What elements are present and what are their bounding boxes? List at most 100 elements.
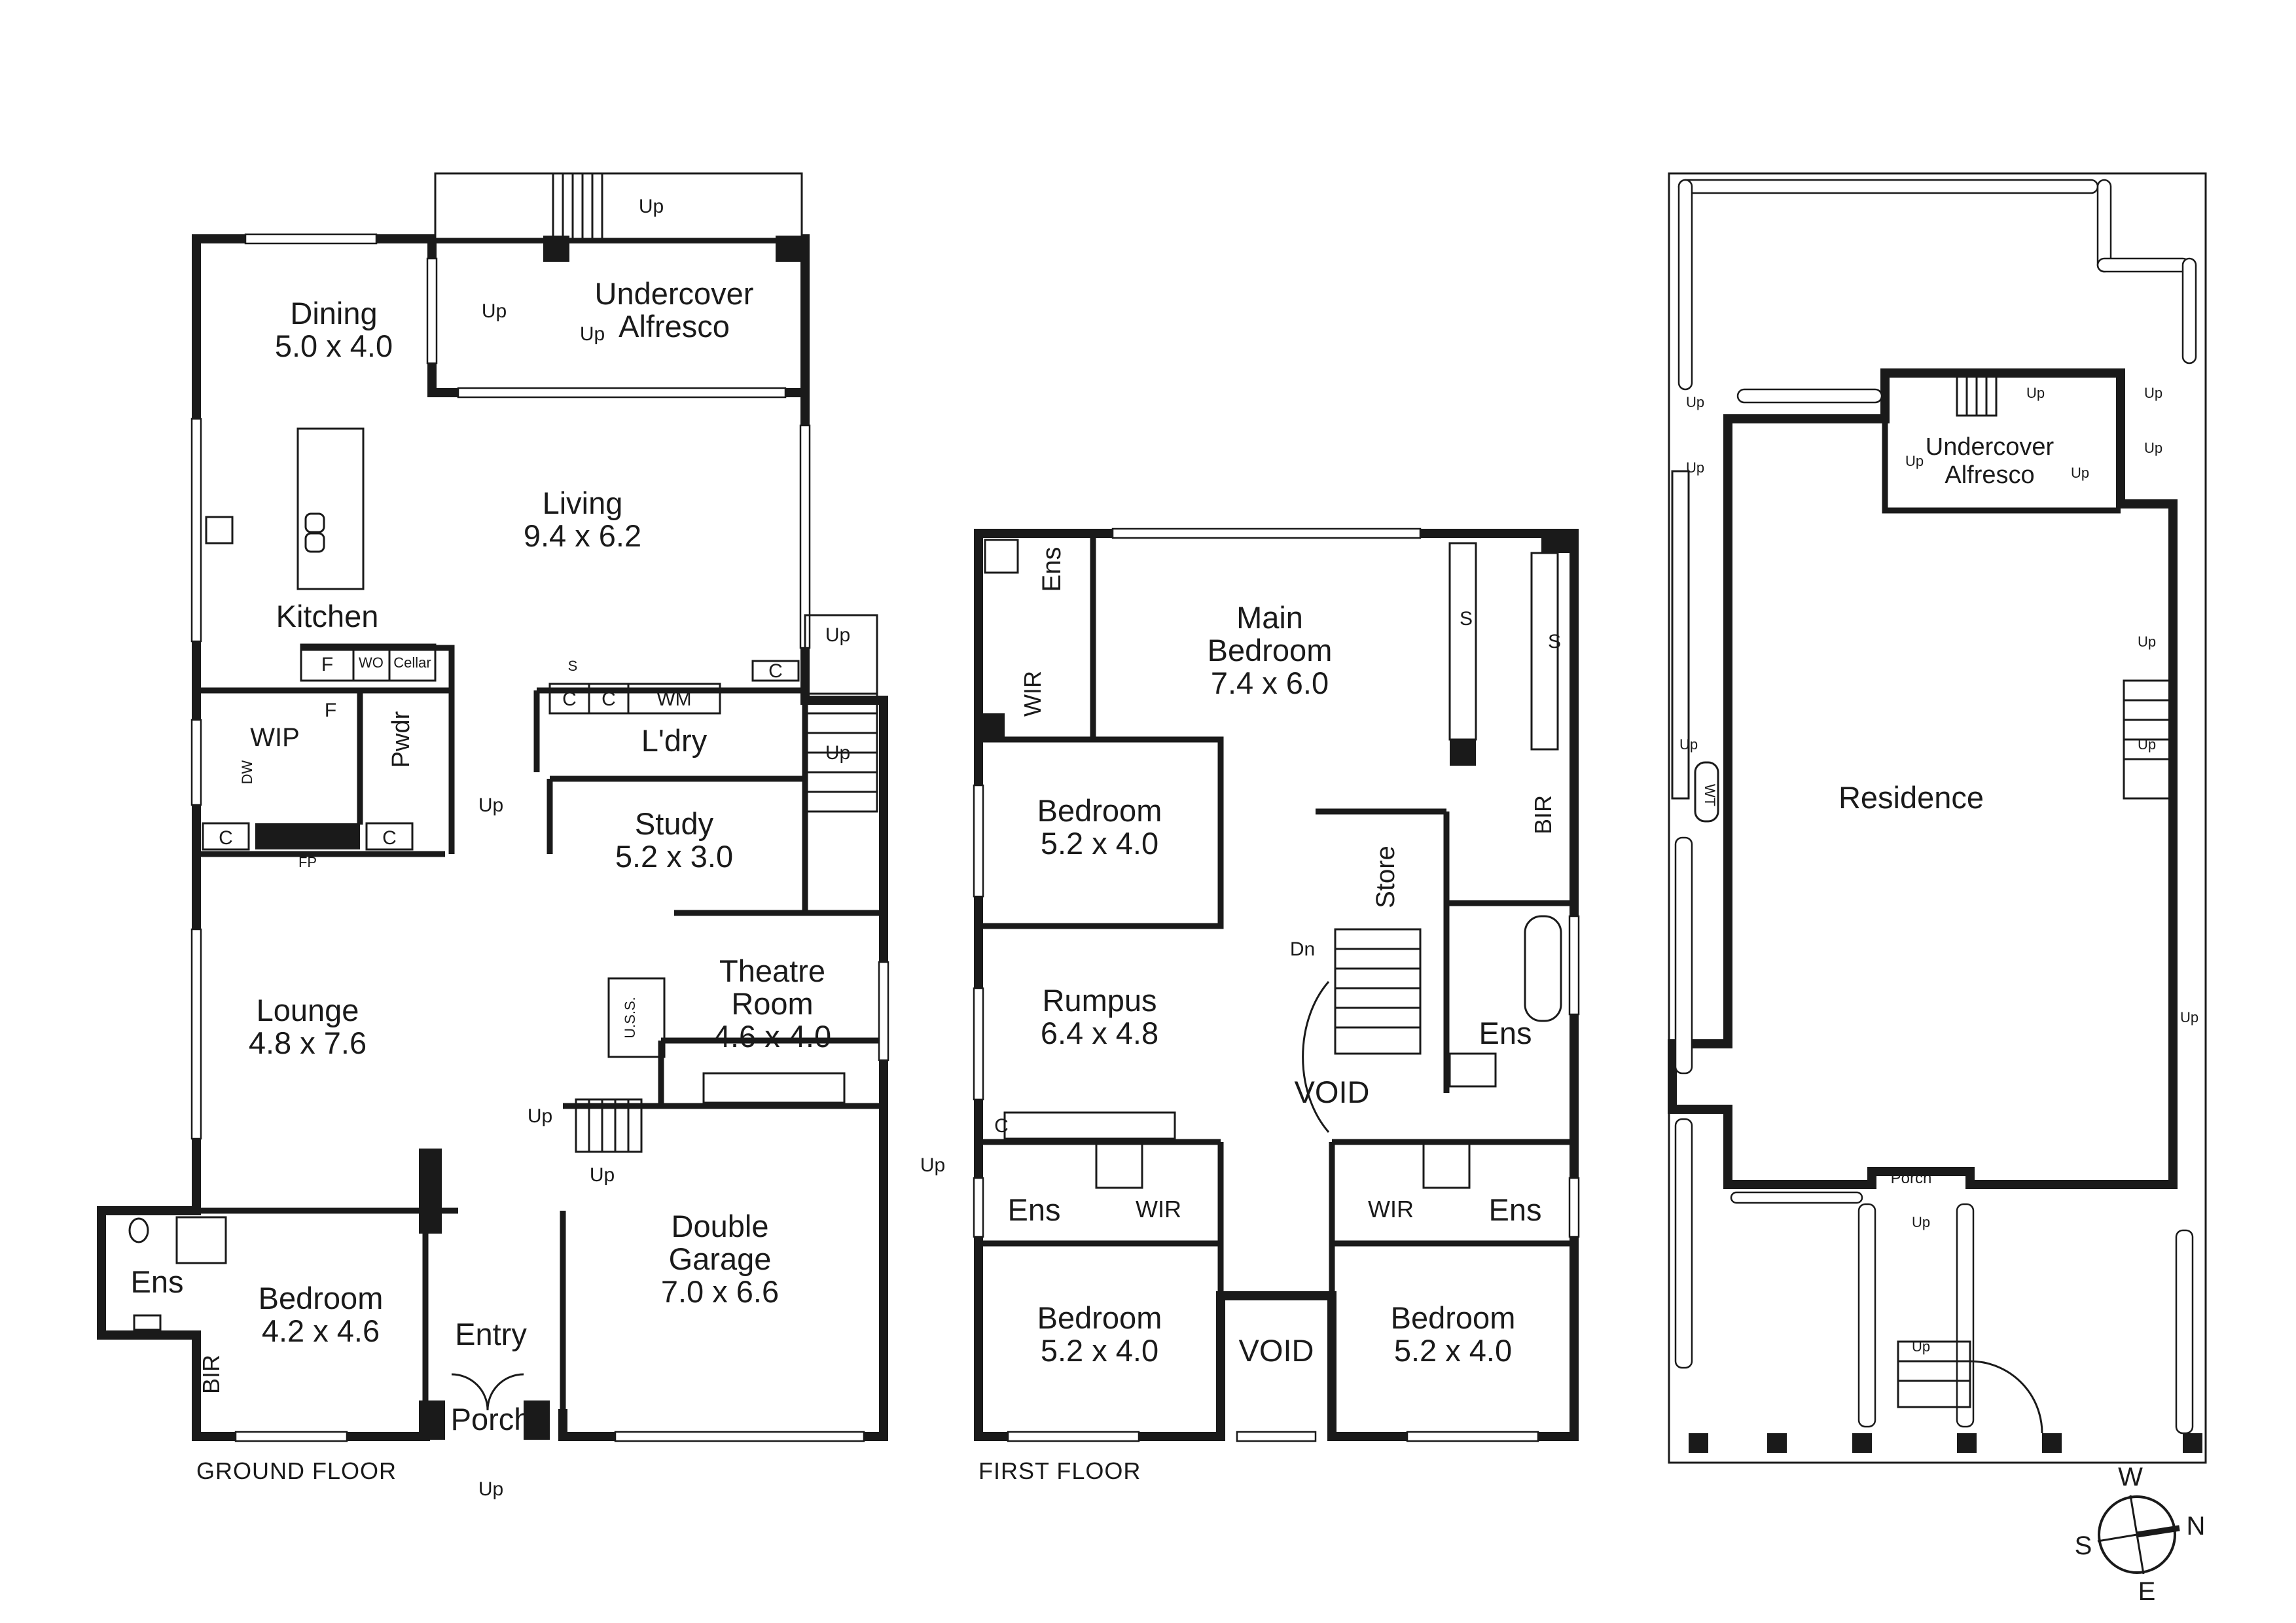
kitchen-label: Kitchen <box>276 599 379 633</box>
nw-bedroom-size: 5.2 x 4.0 <box>1041 826 1158 861</box>
wip-fridge-label: F <box>325 700 336 721</box>
site-nw-up-label-1: Up <box>1686 394 1704 410</box>
alfresco-door-up-label: Up <box>580 323 605 345</box>
center-void-label: VOID <box>1295 1075 1370 1109</box>
pwdr-label: Pwdr <box>387 711 415 768</box>
garage-door-up-label: Up <box>590 1164 615 1186</box>
alfresco-up-label: Up <box>639 196 664 217</box>
site-steps-up-label: Up <box>1912 1338 1930 1355</box>
main-ensuite-label: Ens <box>1479 1016 1532 1050</box>
entry-label: Entry <box>455 1317 527 1351</box>
site-porch-up-label: Up <box>1912 1214 1930 1230</box>
study-label: Study <box>635 806 714 841</box>
south-void-label: VOID <box>1239 1333 1314 1368</box>
rumpus-label: Rumpus <box>1042 983 1157 1018</box>
cupboard-label-1: C <box>562 688 577 710</box>
stair-up-label: Up <box>528 1105 552 1127</box>
theatre-label-2: Room <box>731 986 813 1021</box>
compass-north: N <box>2187 1512 2206 1541</box>
main-bir-label: BIR <box>1530 795 1556 834</box>
main-shelf-label-1: S <box>1460 608 1473 630</box>
wine-label: WO <box>359 654 384 671</box>
lounge-label: Lounge <box>257 993 359 1027</box>
se-bedroom-size: 5.2 x 4.0 <box>1394 1333 1512 1368</box>
site-nw-up-label-2: Up <box>1686 459 1704 476</box>
lounge-cupboard-label-2: C <box>382 827 397 849</box>
porch-label: Porch <box>451 1402 531 1436</box>
rumpus-cupboard-label: C <box>994 1115 1009 1137</box>
wip-label: WIP <box>250 723 300 752</box>
site-alfresco-door-up-label: Up <box>1905 453 1924 469</box>
residence-label: Residence <box>1839 780 1984 815</box>
ground-ensuite-label: Ens <box>131 1264 184 1299</box>
sw-bedroom-size: 5.2 x 4.0 <box>1041 1333 1158 1368</box>
uss-label: U.S.S. <box>622 997 638 1039</box>
compass-west: W <box>2118 1463 2143 1491</box>
dishwasher-label: DW <box>239 760 255 784</box>
study-size: 5.2 x 3.0 <box>615 839 733 874</box>
alfresco-label-1: Undercover <box>595 276 754 311</box>
nw-bedroom-label: Bedroom <box>1037 793 1162 828</box>
garage-label-1: Double <box>672 1209 769 1243</box>
ground-bedroom-label: Bedroom <box>259 1281 384 1315</box>
rumpus-size: 6.4 x 4.8 <box>1041 1016 1158 1050</box>
dining-up-label: Up <box>482 300 507 322</box>
nw-ensuite-label: Ens <box>1037 547 1066 592</box>
first-floor-plan: Main Bedroom 7.4 x 6.0 Bedroom 5.2 x 4.0… <box>973 527 1580 1484</box>
site-east-stair-up-label-1: Up <box>2138 633 2156 650</box>
ground-bedroom-size: 4.2 x 4.6 <box>262 1313 380 1348</box>
theatre-label-1: Theatre <box>719 954 825 988</box>
theatre-size: 4.6 x 4.0 <box>713 1019 831 1054</box>
site-alfresco-label-1: Undercover <box>1926 433 2054 461</box>
main-shelf-label-2: S <box>1548 631 1561 652</box>
water-tank-label: WT <box>1702 784 1718 806</box>
study-up-label: Up <box>825 742 850 764</box>
lounge-cupboard-label-1: C <box>219 827 233 849</box>
main-bedroom-label-1: Main <box>1236 600 1303 635</box>
living-label: Living <box>543 486 623 520</box>
living-size: 9.4 x 6.2 <box>524 518 641 553</box>
laundry-label: L'dry <box>641 723 708 758</box>
site-east-stair-up-label-2: Up <box>2138 736 2156 753</box>
garage-label-2: Garage <box>669 1241 772 1276</box>
site-porch-label: Porch <box>1891 1169 1932 1187</box>
se-ensuite-label: Ens <box>1489 1192 1542 1227</box>
ground-bir-label: BIR <box>198 1355 224 1394</box>
site-alfresco-east-up-label: Up <box>2071 465 2089 481</box>
site-ne-up-label-1: Up <box>2144 385 2162 401</box>
shelf-label: S <box>568 658 578 674</box>
compass-south: S <box>2075 1531 2092 1560</box>
sw-ensuite-label: Ens <box>1008 1192 1061 1227</box>
washing-machine-label: WM <box>656 688 691 710</box>
fireplace-label: FP <box>298 854 317 870</box>
garage-size: 7.0 x 6.6 <box>661 1274 779 1309</box>
ground-floor-caption: GROUND FLOOR <box>196 1457 397 1484</box>
laundry-up-label: Up <box>825 624 850 646</box>
dining-size: 5.0 x 4.0 <box>275 329 393 363</box>
porch-up-label: Up <box>478 1478 503 1500</box>
sw-wir-label: WIR <box>1136 1196 1181 1222</box>
site-west-up-label: Up <box>1679 736 1698 753</box>
site-alfresco-label-2: Alfresco <box>1945 461 2034 489</box>
lounge-size: 4.8 x 7.6 <box>249 1026 367 1060</box>
cellar-label: Cellar <box>393 654 431 671</box>
main-bedroom-label-2: Bedroom <box>1208 633 1333 668</box>
compass: W N S E <box>2075 1463 2206 1606</box>
ground-floor-plan: Dining 5.0 x 4.0 Undercover Alfresco Liv… <box>97 172 945 1500</box>
laundry-cupboard-label: C <box>768 660 783 682</box>
hall-up-label: Up <box>478 794 503 816</box>
garage-side-up-label: Up <box>920 1154 945 1176</box>
alfresco-label-2: Alfresco <box>619 309 730 344</box>
store-label: Store <box>1371 846 1400 908</box>
site-garage-up-label: Up <box>2180 1009 2198 1026</box>
se-wir-label: WIR <box>1368 1196 1414 1222</box>
se-bedroom-label: Bedroom <box>1391 1300 1516 1335</box>
nw-wir-label: WIR <box>1019 671 1046 717</box>
cupboard-label-2: C <box>601 688 616 710</box>
dining-label: Dining <box>290 296 377 330</box>
dn-label: Dn <box>1290 938 1315 960</box>
site-plan: Residence Undercover Alfresco Porch WT U… <box>1668 172 2207 1464</box>
fridge-label: F <box>321 654 333 675</box>
main-bedroom-size: 7.4 x 6.0 <box>1211 666 1329 700</box>
